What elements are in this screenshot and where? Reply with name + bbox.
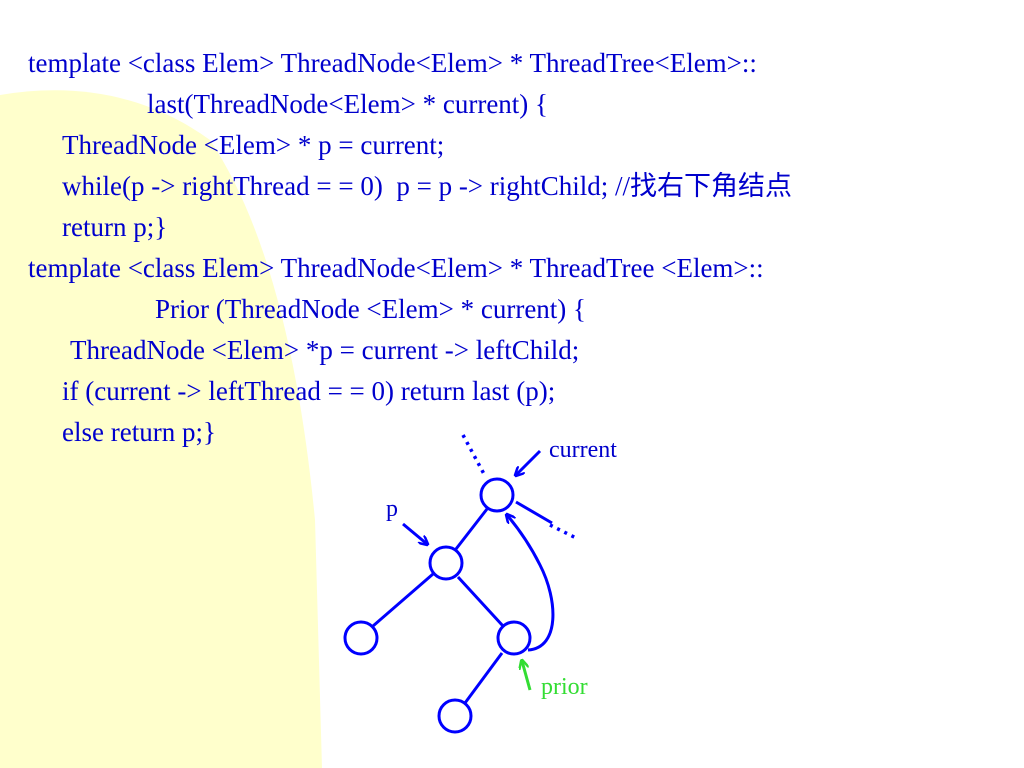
- prior-pointer-arrow: [522, 661, 532, 691]
- edge-current-p: [454, 508, 489, 550]
- current-label: current: [549, 437, 617, 463]
- p-pointer-arrow: [402, 522, 427, 544]
- current-pointer-arrow: [516, 449, 542, 475]
- yellow-arc-shape: [0, 90, 322, 768]
- code-line-8: ThreadNode <Elem> *p = current -> leftCh…: [70, 335, 580, 365]
- code-line-1: template <class Elem> ThreadNode<Elem> *…: [28, 48, 757, 78]
- code-line-4: while(p -> rightThread = = 0) p = p -> r…: [62, 171, 793, 201]
- node-prior: [496, 620, 532, 656]
- code-line-3: ThreadNode <Elem> * p = current;: [62, 130, 445, 160]
- code-line-9: if (current -> leftThread = = 0) return …: [62, 376, 556, 406]
- code-line-5: return p;}: [62, 212, 168, 242]
- edge-p-leftleaf: [372, 572, 434, 628]
- node-p: [428, 545, 464, 581]
- node-bottom-leaf: [437, 698, 473, 734]
- upper-dotted-edge: [461, 434, 486, 475]
- code-line-2: last(ThreadNode<Elem> * current) {: [147, 89, 549, 119]
- code-line-7: Prior (ThreadNode <Elem> * current) {: [155, 294, 587, 324]
- edge-p-prior: [456, 575, 505, 628]
- edge-prior-bottomleaf: [463, 652, 504, 704]
- code-line-6: template <class Elem> ThreadNode<Elem> *…: [28, 253, 764, 283]
- prior-label: prior: [541, 674, 588, 700]
- thread-curve: [507, 515, 555, 652]
- right-dotted-edge: [549, 523, 577, 540]
- node-left-leaf: [343, 620, 379, 656]
- code-line-10: else return p;}: [62, 417, 216, 447]
- current-right-edge: [515, 500, 553, 525]
- p-label: p: [386, 496, 398, 522]
- node-current: [479, 477, 515, 513]
